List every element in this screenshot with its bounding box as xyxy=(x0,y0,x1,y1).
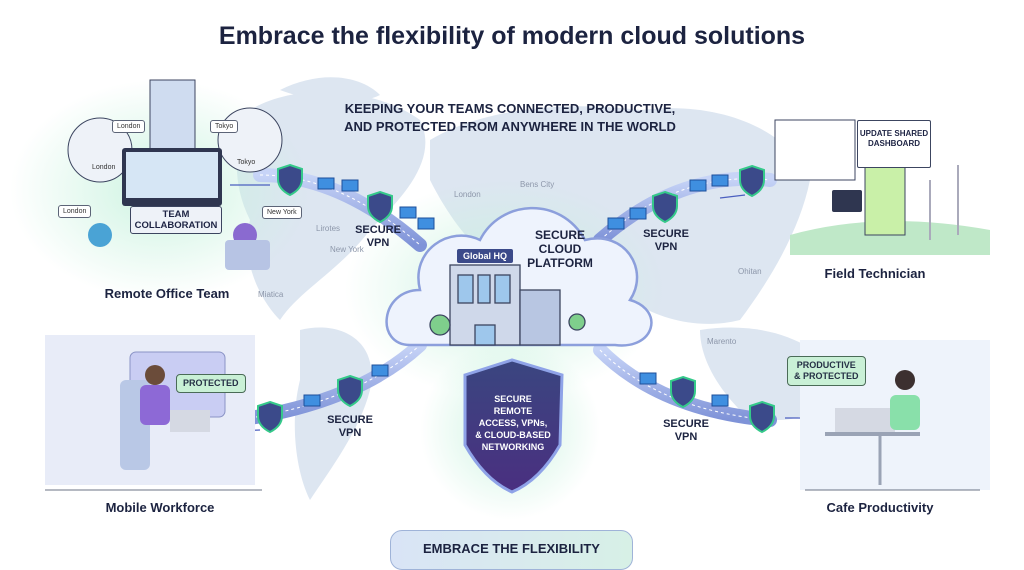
city-label: Miatica xyxy=(258,290,284,299)
subtitle: KEEPING YOUR TEAMS CONNECTED, PRODUCTIVE… xyxy=(300,100,720,136)
field-technician-label: Field Technician xyxy=(824,266,926,281)
location-bubble: London xyxy=(112,120,146,133)
subtitle-line: KEEPING YOUR TEAMS CONNECTED, PRODUCTIVE… xyxy=(344,101,676,116)
location-bubble: London xyxy=(58,205,92,218)
location-bubble: Tokyo xyxy=(210,120,239,133)
hq-building-icon xyxy=(429,264,586,346)
page-title: Embrace the flexibility of modern cloud … xyxy=(218,22,806,50)
global-hq-sign: Global HQ xyxy=(457,249,514,263)
city-label: Bens City xyxy=(520,180,555,189)
mobile-workforce-label: Mobile Workforce xyxy=(105,500,215,515)
field-technician-scene xyxy=(774,119,990,255)
location-caption: Tokyo xyxy=(237,159,256,166)
envelope-icons xyxy=(303,174,729,407)
cafe-productivity-label: Cafe Productivity xyxy=(826,500,934,515)
city-label: Marento xyxy=(707,337,737,346)
location-caption: London xyxy=(92,164,116,171)
networking-shield xyxy=(463,358,564,494)
subtitle-line: AND PROTECTED FROM ANYWHERE IN THE WORLD xyxy=(344,119,676,134)
mobile-workforce-scene xyxy=(45,335,255,485)
embrace-flexibility-button[interactable]: EMBRACE THE FLEXIBILITY xyxy=(390,530,633,570)
city-label: New York xyxy=(330,245,364,254)
city-label: Lirotes xyxy=(316,224,341,233)
protected-bubble: PROTECTED xyxy=(176,374,246,393)
city-label: Ohitan xyxy=(738,267,762,276)
location-bubble: New York xyxy=(262,206,302,219)
productive-protected-bubble: PRODUCTIVE& PROTECTED xyxy=(787,356,866,386)
remote-office-label: Remote Office Team xyxy=(104,286,230,301)
city-label: London xyxy=(454,190,481,199)
shield-check-icons xyxy=(257,163,775,434)
